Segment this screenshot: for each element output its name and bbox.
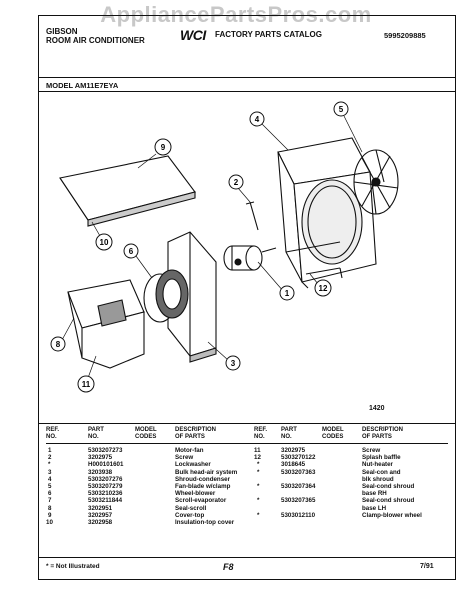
svg-text:3: 3 — [231, 359, 236, 368]
callout-11: 11 — [77, 375, 95, 393]
splash-baffle-part — [305, 267, 343, 279]
blower-wheel-part — [143, 269, 189, 323]
exploded-parts-diagram: 9 10 2 4 5 6 1 3 8 11 12 — [50, 101, 399, 393]
page-code: F8 — [223, 562, 234, 572]
callout-markers: 9 10 2 4 5 6 1 3 8 11 12 — [50, 101, 349, 393]
figure-number: 1420 — [369, 405, 385, 412]
svg-text:9: 9 — [161, 143, 166, 152]
svg-text:5: 5 — [339, 105, 344, 114]
callout-9: 9 — [154, 138, 172, 156]
svg-text:11: 11 — [82, 380, 91, 389]
svg-text:12: 12 — [319, 284, 328, 293]
svg-text:10: 10 — [100, 238, 109, 247]
callout-10: 10 — [95, 233, 113, 251]
bulkhead-part — [167, 231, 217, 363]
brand-name: GIBSON — [46, 27, 78, 36]
callout-1: 1 — [279, 285, 295, 301]
catalog-number: 5995209885 — [384, 31, 426, 40]
svg-text:6: 6 — [129, 247, 134, 256]
table-row: blk shroud — [362, 475, 394, 483]
callout-6: 6 — [123, 243, 139, 259]
footer-rule — [38, 557, 456, 558]
brand-block: GIBSON ROOM AIR CONDITIONER — [46, 27, 145, 45]
callout-8: 8 — [50, 336, 66, 352]
scroll-evaporator-part — [67, 279, 145, 369]
callout-12: 12 — [314, 279, 332, 297]
revision-date: 7/91 — [420, 563, 434, 570]
svg-text:8: 8 — [56, 340, 61, 349]
cover-top-part — [59, 155, 196, 227]
svg-text:1: 1 — [285, 289, 290, 298]
screw-part — [245, 201, 259, 231]
header-rule — [46, 443, 448, 444]
model-rule — [38, 91, 456, 92]
table-row: base RH — [362, 490, 387, 498]
catalog-title: FACTORY PARTS CATALOG — [215, 30, 322, 39]
catalog-page-frame — [38, 15, 456, 580]
watermark: AppliancePartsPros.com — [100, 2, 372, 27]
fan-motor-part — [223, 245, 277, 271]
header-rule — [38, 77, 456, 78]
svg-text:4: 4 — [255, 115, 260, 124]
callout-3: 3 — [225, 355, 241, 371]
callout-4: 4 — [249, 111, 265, 127]
condenser-shroud-part — [277, 137, 377, 289]
header-ref-right: REF.NO. — [254, 427, 268, 440]
table-top-rule — [38, 423, 456, 424]
callout-2: 2 — [228, 174, 244, 190]
not-illustrated-note: * = Not Illustrated — [46, 563, 100, 570]
fan-blade-part — [353, 149, 399, 215]
model-number: MODEL AM11E7EYA — [46, 81, 119, 90]
product-type: ROOM AIR CONDITIONER — [46, 36, 145, 45]
callout-5: 5 — [333, 101, 349, 117]
header-ref-left: REF.NO. — [46, 427, 60, 440]
table-row: base LH — [362, 504, 387, 512]
wci-logo: WCI — [180, 27, 206, 43]
svg-text:2: 2 — [234, 178, 239, 187]
